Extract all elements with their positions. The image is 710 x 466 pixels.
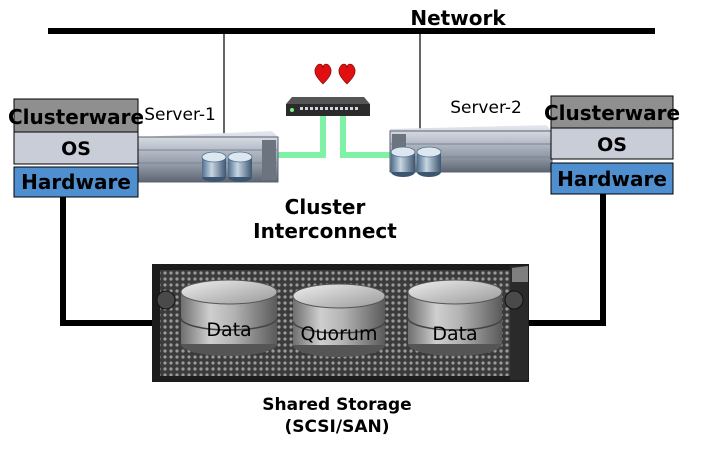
storage-disk-data-2: Data [407,279,503,356]
server2-storage-cable [528,193,606,326]
interconnect-label-line2: Interconnect [253,219,397,243]
network-switch-icon [286,97,370,116]
storage-disk-label: Quorum [301,323,378,345]
storage-handle-right [504,290,524,310]
server2-name: Server-2 [450,98,522,118]
storage-disk-quorum: Quorum [292,283,386,357]
network-label: Network [410,6,506,30]
server2-hardware-label: Hardware [557,167,667,191]
server2-stack: Clusterware OS Hardware [544,95,680,195]
storage-disk-label: Data [432,323,477,345]
heartbeat-hearts [314,63,356,85]
heart-icon [338,63,356,85]
server1-hardware-layer [13,166,139,198]
server1-disk-icon [201,151,253,182]
storage-handle-left [156,290,176,310]
shared-storage-label-line2: (SCSI/SAN) [285,417,390,437]
server1-os-label: OS [61,138,91,160]
storage-disk-data-1: Data [180,279,278,356]
server2-disk-icon [390,146,442,177]
interconnect-cable-left [278,115,326,158]
server1-clusterware-label: Clusterware [8,105,144,129]
heart-icon [314,63,332,85]
server1-name: Server-1 [144,105,216,125]
server1-clusterware-layer [13,98,139,133]
server2-hardware-layer [550,162,674,195]
server1-os-layer [13,131,139,165]
server2-clusterware-layer [550,95,674,129]
server2-os-label: OS [597,134,627,156]
server1-stack: Clusterware OS Hardware [8,98,144,198]
shared-storage-label-line1: Shared Storage [262,395,411,415]
interconnect-label-line1: Cluster [285,195,366,219]
server1-hardware-label: Hardware [21,170,131,194]
server2-os-layer [550,127,674,160]
storage-disk-label: Data [206,319,251,341]
server1-storage-cable [60,197,152,326]
interconnect-cable-right [340,115,390,158]
server2-clusterware-label: Clusterware [544,101,680,125]
